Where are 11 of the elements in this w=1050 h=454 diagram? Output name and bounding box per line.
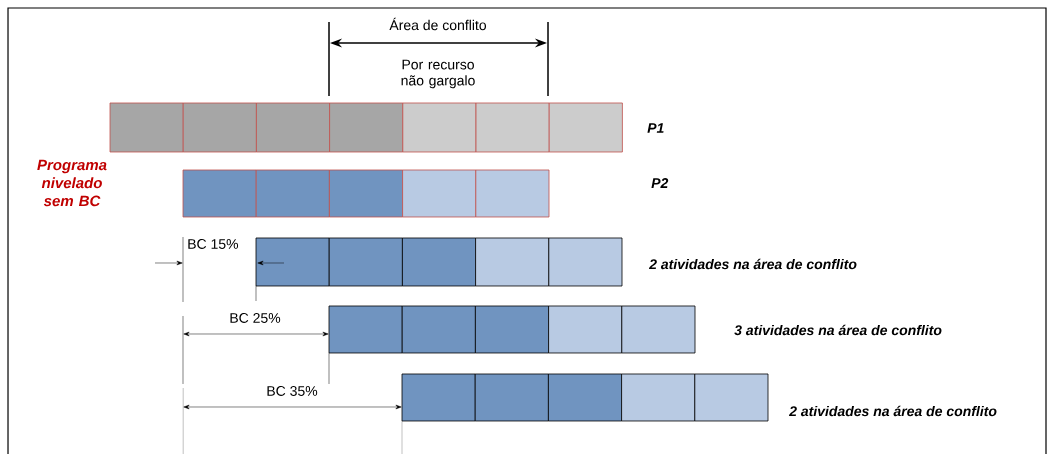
- row-label: 3 atividades na área de conflito: [734, 324, 942, 336]
- row-label: P2: [651, 178, 669, 188]
- dimension-label: BC 35%: [267, 386, 318, 396]
- note-text: Programa nivelado sem BC: [37, 159, 107, 207]
- dimension-label: Área de conflito: [389, 17, 487, 31]
- row-label: 2 atividades na área de conflito: [649, 258, 857, 270]
- dimension-label: Por recurso não gargalo: [401, 59, 475, 89]
- row-label: P1: [647, 123, 664, 133]
- dimension-label: BC 15%: [188, 239, 239, 249]
- row-label: 2 atividades na área de conflito: [789, 405, 997, 417]
- dimension-label: BC 25%: [230, 313, 281, 323]
